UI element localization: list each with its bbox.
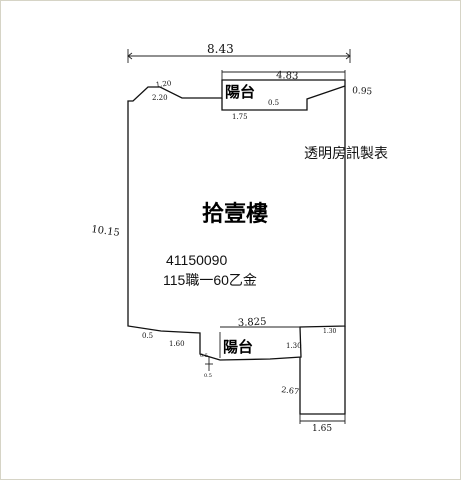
top-balcony-outline (221, 85, 346, 111)
bottom-left-b-label: 1.60 (169, 340, 185, 348)
bottom-right-b-label: 1.30 (323, 328, 337, 335)
height-label: 10.15 (91, 224, 121, 239)
bottom-balcony-label: 陽台 (223, 338, 253, 356)
overall-width-dimension: 8.43 (127, 42, 351, 63)
bottom-step-a-label: 0.5 (200, 353, 208, 359)
room-label: 拾壹樓 (202, 201, 268, 227)
notch-a-label: 1.20 (155, 79, 171, 89)
bottom-left-a-label: 0.5 (142, 332, 153, 340)
credit-text: 透明房訊製表 (304, 145, 388, 161)
balcony-depth-label: 1.75 (232, 113, 248, 121)
right-offset-label: 0.95 (352, 86, 373, 97)
bottom-step-b-label: 0.5 (204, 373, 212, 379)
top-balcony-label: 陽台 (225, 83, 255, 101)
right-extension-outline (299, 326, 346, 415)
extension-width-label: 1.65 (312, 424, 332, 434)
overall-width-label: 8.43 (207, 42, 234, 56)
extension-height-label: 2.67 (281, 385, 300, 396)
record-note: 115職一60乙金 (163, 272, 257, 288)
bottom-balcony-label: 3.825 (238, 317, 267, 329)
floor-outline (127, 79, 346, 361)
notch-b-label: 2.20 (152, 94, 168, 102)
bottom-right-a-label: 1.30 (286, 342, 302, 350)
balcony-step-label: 0.5 (268, 99, 279, 107)
record-id: 41150090 (166, 252, 227, 268)
balcony-width-label: 4.83 (276, 70, 299, 82)
